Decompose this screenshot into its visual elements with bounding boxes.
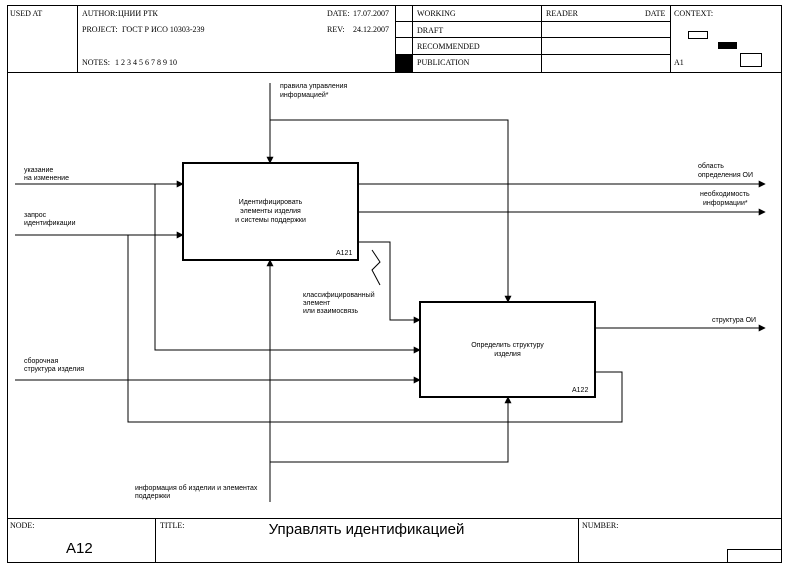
header-divider	[670, 5, 671, 72]
box-a121-line1: Идентифицировать	[238, 199, 303, 206]
status-row-line	[395, 21, 670, 22]
status-publication: PUBLICATION	[417, 58, 470, 67]
input-change-label-line1: указание	[24, 167, 54, 174]
mechanism-label-line1: информация об изделии и элементах	[135, 485, 258, 492]
box-a121-line2: элементы изделия	[240, 208, 301, 215]
author-label: AUTHOR:	[82, 9, 118, 18]
context-label: CONTEXT:	[674, 9, 714, 18]
mechanism-branch-arrow	[270, 396, 512, 463]
status-recommended: RECOMMENDED	[417, 42, 480, 51]
status-draft: DRAFT	[417, 26, 444, 35]
date-label: DATE:	[327, 9, 350, 18]
status-working: WORKING	[417, 9, 456, 18]
notes-numbers: 1 2 3 4 5 6 7 8 9 10	[115, 58, 177, 67]
number-label: NUMBER:	[582, 521, 619, 530]
footer-divider	[155, 518, 156, 563]
reader-date-label: DATE	[645, 9, 666, 18]
status-row-line	[395, 54, 670, 55]
idef0-frame	[7, 5, 782, 563]
footer-divider	[578, 518, 579, 563]
footer-top-line	[7, 518, 782, 519]
publication-marker	[396, 55, 412, 72]
header-bottom-line	[7, 72, 782, 73]
input-assembly-label-line1: сборочная	[24, 358, 59, 365]
context-box	[688, 31, 708, 39]
control-label-line1: правила управления	[280, 83, 348, 90]
header-divider	[395, 5, 396, 72]
input-request-label-line1: запрос	[24, 212, 47, 219]
output-scope-label-line1: область	[698, 163, 724, 170]
header-divider	[77, 5, 78, 72]
output-info-need-label-line2: информации*	[703, 200, 748, 207]
feedback-loop-arrow	[127, 235, 623, 423]
context-node: A1	[674, 58, 684, 67]
box-a121-id: A121	[336, 250, 353, 257]
input-branch-arrow	[154, 184, 421, 354]
internal-arrow	[358, 241, 421, 324]
control-label-line2: информацией*	[280, 92, 329, 99]
internal-label-line1: классифицированный	[303, 292, 375, 299]
project-value: ГОСТ Р ИСО 10303-239	[122, 25, 205, 34]
author-value: ЦНИИ РТК	[118, 9, 158, 18]
box-a122-id: A122	[572, 387, 589, 394]
page-number-box	[727, 549, 782, 563]
status-row-line	[395, 37, 670, 38]
used-at-label: USED AT	[10, 9, 43, 18]
context-box	[740, 53, 762, 67]
header-divider	[541, 5, 542, 72]
box-a122-line1: Определить структуру	[471, 342, 544, 349]
control-branch-arrow	[270, 119, 512, 303]
rev-value: 24.12.2007	[353, 25, 389, 34]
squiggle-mark	[371, 249, 381, 286]
internal-label-line3: или взаимосвязь	[303, 308, 358, 315]
reader-label: READER	[546, 9, 578, 18]
title-label: TITLE:	[160, 521, 185, 530]
rev-label: REV:	[327, 25, 345, 34]
mechanism-label-line2: поддержки	[135, 493, 171, 500]
internal-label-line2: элемент	[303, 300, 331, 307]
input-assembly-label-line2: структура изделия	[24, 366, 85, 373]
project-label: PROJECT:	[82, 25, 118, 34]
input-change-label-line2: на изменение	[24, 175, 69, 182]
notes-label: NOTES:	[82, 58, 110, 67]
date-value: 17.07.2007	[353, 9, 389, 18]
node-label: NODE:	[10, 521, 35, 530]
diagram-title: Управлять идентификацией	[268, 521, 465, 538]
box-a121-line3: и системы поддержки	[235, 217, 306, 224]
node-value: A12	[66, 540, 93, 557]
output-structure-label: структура ОИ	[712, 317, 757, 324]
output-scope-label-line2: определения ОИ	[698, 172, 754, 179]
output-info-need-label-line1: необходимость	[700, 191, 750, 198]
box-a122-line2: изделия	[494, 351, 521, 358]
input-request-label-line2: идентификации	[24, 220, 76, 227]
header-divider	[412, 5, 413, 72]
context-box-current	[718, 42, 737, 49]
